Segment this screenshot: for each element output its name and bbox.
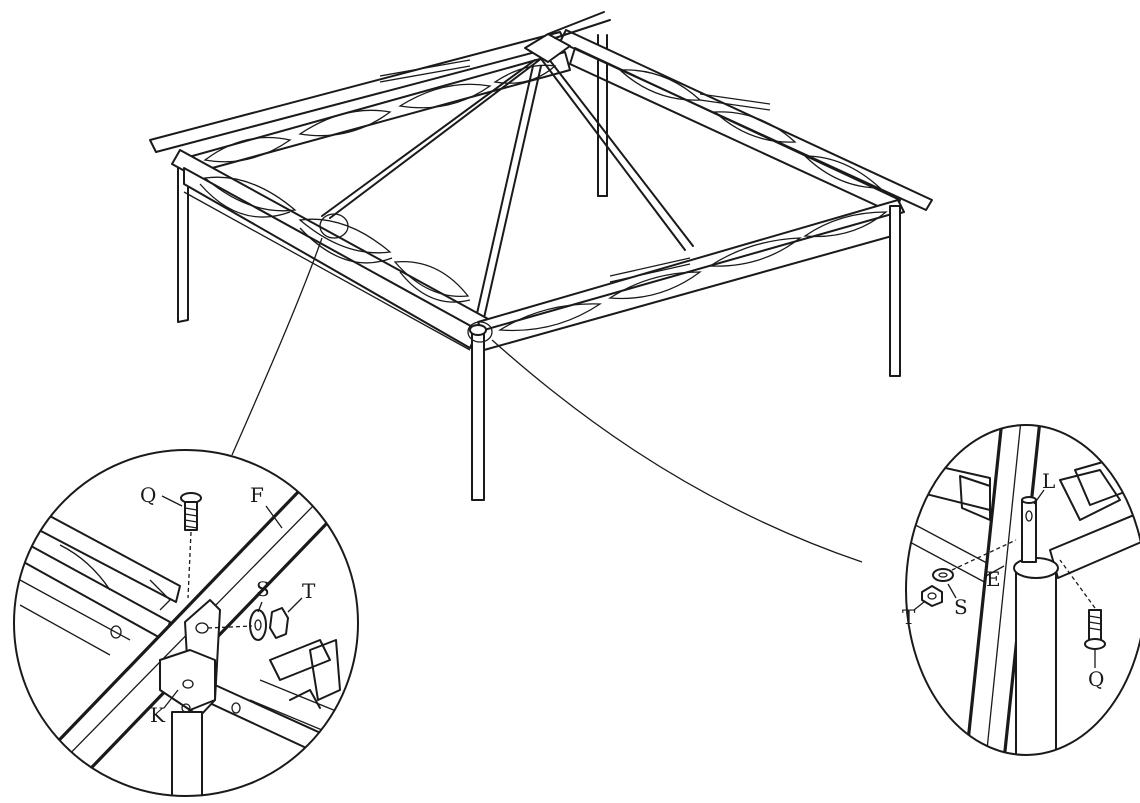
label-s-left: S [256, 577, 270, 601]
label-l: L [1042, 469, 1055, 493]
label-q-left: Q [140, 483, 156, 507]
nut-t-left [269, 607, 289, 639]
leader-line-left [231, 237, 323, 456]
label-f: F [250, 483, 264, 507]
label-t-left: T [302, 579, 316, 603]
front-beam-left [171, 149, 491, 351]
washer-s-left [249, 609, 267, 641]
washer-s-right [932, 568, 954, 582]
pin-l [1021, 496, 1037, 563]
label-q-right: Q [1088, 667, 1104, 691]
leg-front [469, 324, 487, 501]
label-k: K [150, 703, 166, 727]
label-t-right: T [902, 605, 916, 629]
label-s-right: S [954, 595, 968, 619]
leg-right [889, 205, 901, 377]
label-e: E [986, 567, 1001, 591]
detail-circle-left: Q F S T K [13, 449, 359, 797]
back-beam-right [559, 29, 933, 215]
gazebo-frame [149, 11, 933, 563]
front-beam-right [477, 199, 905, 351]
detail-circle-right: L E S T Q [902, 424, 1140, 756]
back-beam-left [149, 31, 571, 177]
bolt-q-right [1059, 559, 1106, 650]
bolt-q-left [180, 492, 202, 599]
nut-t-right [921, 585, 943, 607]
roof-apex [524, 11, 611, 63]
zoom-marker-left [319, 213, 349, 239]
roof-ridges [321, 57, 694, 319]
leader-line-right [491, 339, 863, 563]
zoom-marker-front [467, 321, 493, 343]
